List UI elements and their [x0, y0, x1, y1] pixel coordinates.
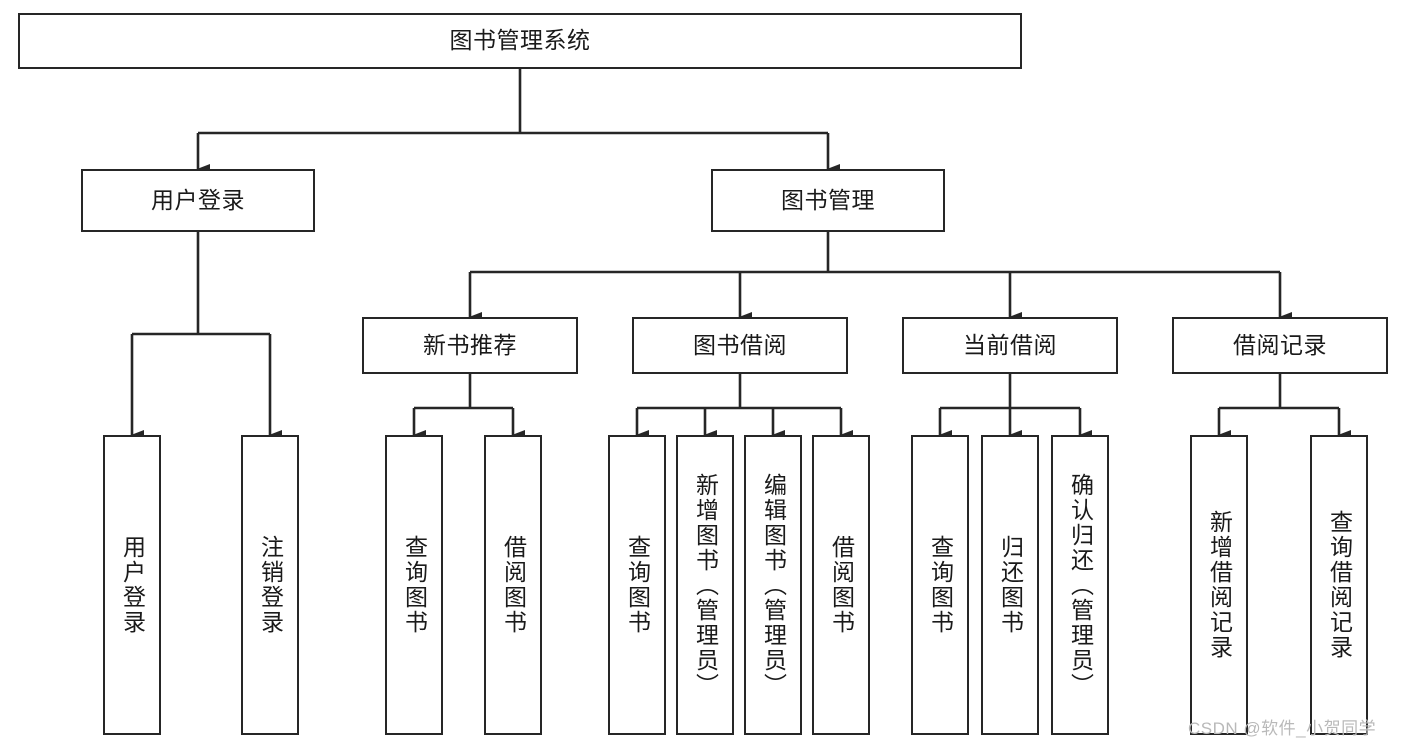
node-label: 当前借阅 — [963, 331, 1057, 358]
node-label: 归还图书 — [997, 535, 1024, 635]
node-label: 图书借阅 — [693, 331, 787, 358]
node-borrow-book-2[interactable]: 借阅图书 — [812, 435, 870, 735]
node-query-borrow-record[interactable]: 查询借阅记录 — [1310, 435, 1368, 735]
node-book-management[interactable]: 图书管理 — [711, 169, 945, 232]
node-book-borrow[interactable]: 图书借阅 — [632, 317, 848, 374]
node-label: 确认归还（管理员） — [1067, 472, 1094, 698]
node-label: 用户登录 — [119, 535, 146, 635]
node-confirm-return-admin[interactable]: 确认归还（管理员） — [1051, 435, 1109, 735]
node-label: 新增图书（管理员） — [692, 472, 719, 698]
node-user-logout-leaf[interactable]: 注销登录 — [241, 435, 299, 735]
node-query-book-3[interactable]: 查询图书 — [911, 435, 969, 735]
node-label: 查询图书 — [624, 535, 651, 635]
node-label: 图书管理系统 — [449, 27, 591, 54]
csdn-watermark: CSDN @软件_小贺同学 — [1188, 719, 1377, 738]
node-current-borrow[interactable]: 当前借阅 — [902, 317, 1118, 374]
node-label: 借阅图书 — [828, 535, 855, 635]
node-add-borrow-record[interactable]: 新增借阅记录 — [1190, 435, 1248, 735]
node-borrow-book-1[interactable]: 借阅图书 — [484, 435, 542, 735]
node-label: 用户登录 — [151, 186, 245, 213]
node-query-book-1[interactable]: 查询图书 — [385, 435, 443, 735]
node-edit-book-admin[interactable]: 编辑图书（管理员） — [744, 435, 802, 735]
node-add-book-admin[interactable]: 新增图书（管理员） — [676, 435, 734, 735]
node-user-login[interactable]: 用户登录 — [81, 169, 315, 232]
node-new-book-recommend[interactable]: 新书推荐 — [362, 317, 578, 374]
node-label: 查询图书 — [401, 535, 428, 635]
node-label: 图书管理 — [781, 186, 875, 213]
node-label: 查询借阅记录 — [1326, 510, 1353, 660]
node-borrow-record[interactable]: 借阅记录 — [1172, 317, 1388, 374]
node-label: 新增借阅记录 — [1206, 510, 1233, 660]
node-label: 新书推荐 — [423, 331, 517, 358]
node-label: 查询图书 — [927, 535, 954, 635]
node-label: 编辑图书（管理员） — [760, 472, 787, 698]
node-user-login-leaf[interactable]: 用户登录 — [103, 435, 161, 735]
node-label: 借阅记录 — [1233, 331, 1327, 358]
node-query-book-2[interactable]: 查询图书 — [608, 435, 666, 735]
node-root[interactable]: 图书管理系统 — [18, 13, 1022, 69]
node-return-book[interactable]: 归还图书 — [981, 435, 1039, 735]
node-label: 借阅图书 — [500, 535, 527, 635]
node-label: 注销登录 — [257, 535, 284, 635]
